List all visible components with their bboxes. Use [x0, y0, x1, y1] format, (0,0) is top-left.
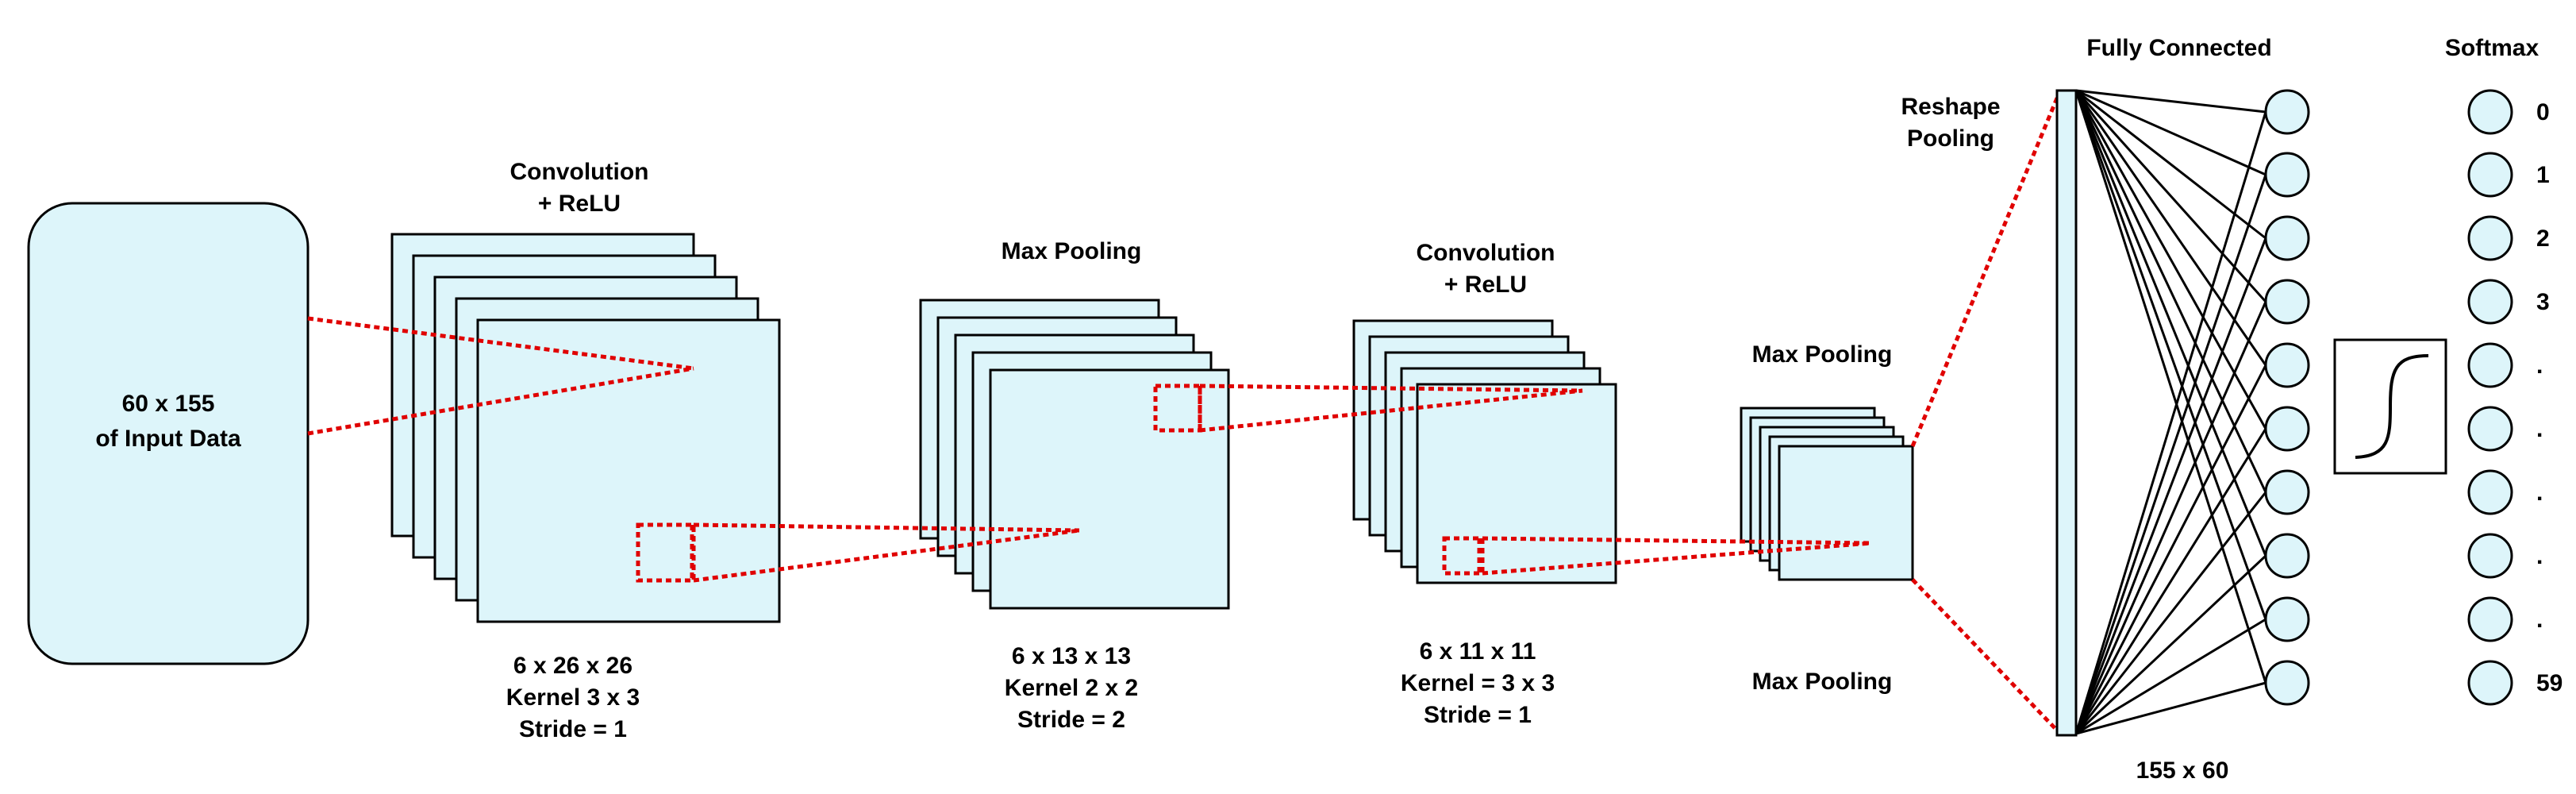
fc-node [2264, 89, 2310, 135]
conv1-to-pool1-lower [693, 528, 1080, 583]
fc-edge-top [2074, 90, 2267, 684]
pool1-dims-label: 6 x 13 x 13 [1012, 643, 1131, 669]
conv2-stride-label: Stride = 1 [1424, 702, 1532, 728]
softmax-node-label: . [2536, 353, 2543, 379]
fc-size-label: 155 x 60 [2136, 757, 2229, 784]
fc-edge-bottom [2075, 618, 2266, 735]
reshape-title: Reshape [1901, 94, 2000, 120]
softmax-node [2467, 89, 2513, 135]
softmax-node [2467, 406, 2513, 452]
sigmoid-curve-icon [2355, 354, 2429, 459]
softmax-title: Softmax [2445, 35, 2539, 61]
fc-edge-top [2074, 90, 2267, 430]
input-to-conv1-upper [307, 316, 694, 371]
conv2-dims-label: 6 x 11 x 11 [1420, 638, 1536, 665]
conv2-map-5 [1416, 383, 1617, 584]
conv1-dims-label: 6 x 26 x 26 [513, 653, 632, 679]
fc-edge-top [2074, 90, 2267, 620]
fc-edge-top [2074, 90, 2267, 557]
conv1-map-5 [476, 318, 781, 623]
fc-connections [2074, 89, 2267, 735]
input-to-conv1-lower [307, 366, 694, 436]
conv2-to-pool2-lower [1482, 541, 1872, 576]
softmax-node-label: . [2536, 607, 2543, 633]
pool1-to-conv2-lower [1199, 388, 1583, 433]
conv1-title: Convolution [510, 159, 649, 185]
receptive-field-connectors [307, 90, 2063, 735]
fc-node [2264, 152, 2310, 198]
softmax-node [2467, 152, 2513, 198]
fc-node [2264, 215, 2310, 261]
conv1-kernel-label: Kernel 3 x 3 [506, 684, 640, 711]
fc-edge-top [2075, 89, 2266, 176]
softmax-node-label: 1 [2536, 162, 2550, 188]
fc-node [2264, 469, 2310, 515]
conv1-feature-map-stack [390, 233, 781, 623]
softmax-node-label: . [2536, 543, 2543, 569]
conv1-to-pool1-upper [693, 522, 1080, 533]
conv2-receptive-window [1442, 536, 1485, 576]
fc-title: Fully Connected [2086, 35, 2271, 61]
softmax-node-column: 0 1 2 3..... 59 [2467, 89, 2563, 706]
pool2-to-fc-upper [1910, 90, 2063, 447]
reshape-subtitle: Pooling [1907, 125, 1994, 152]
fc-node [2264, 342, 2310, 388]
pool1-stride-label: Stride = 2 [1017, 707, 1125, 733]
softmax-node [2467, 660, 2513, 706]
softmax-node [2467, 215, 2513, 261]
fc-edge-top [2075, 89, 2266, 114]
softmax-node-label: . [2536, 416, 2543, 442]
softmax-node [2467, 469, 2513, 515]
conv2-kernel-label: Kernel = 3 x 3 [1401, 670, 1555, 696]
pool1-to-conv2-upper [1199, 384, 1583, 393]
softmax-node [2467, 596, 2513, 642]
conv1-stride-label: Stride = 1 [519, 716, 627, 742]
fc-node [2264, 279, 2310, 325]
pool1-kernel-label: Kernel 2 x 2 [1005, 675, 1138, 701]
pool2-to-fc-lower [1911, 578, 2062, 735]
softmax-node-label: 2 [2536, 225, 2550, 252]
fc-node [2264, 533, 2310, 579]
fc-node [2264, 596, 2310, 642]
fc-edge-bottom [2074, 491, 2267, 734]
pool1-title: Max Pooling [1002, 238, 1142, 264]
conv2-title: Convolution [1417, 240, 1555, 266]
input-desc-label: of Input Data [95, 426, 241, 452]
pool2-map-5 [1778, 445, 1914, 581]
conv2-feature-map-stack [1352, 319, 1617, 584]
pool2-feature-map-stack [1740, 407, 1914, 581]
fc-edge-top [2074, 90, 2267, 493]
fc-edge-bottom [2074, 111, 2267, 734]
softmax-node-label: 3 [2536, 289, 2550, 315]
input-dims-label: 60 x 155 [122, 391, 215, 417]
fc-edge-bottom [2075, 681, 2266, 735]
fc-edge-top [2074, 89, 2267, 303]
fc-node [2264, 660, 2310, 706]
pool1-map-5 [989, 368, 1230, 610]
conv1-receptive-window [636, 522, 696, 583]
fc-edge-bottom [2074, 301, 2267, 734]
fc-node-column [2264, 89, 2310, 706]
conv2-title-activation: + ReLU [1444, 272, 1527, 298]
pool2-bottom-label: Max Pooling [1752, 669, 1893, 695]
pool2-title: Max Pooling [1752, 341, 1893, 368]
pool1-feature-map-stack [919, 299, 1230, 610]
conv1-title-activation: + ReLU [538, 191, 621, 217]
softmax-node [2467, 279, 2513, 325]
softmax-node [2467, 533, 2513, 579]
fc-edge-top [2074, 90, 2267, 366]
softmax-node-label: 0 [2536, 99, 2550, 125]
flattened-vector-bar [2055, 89, 2078, 737]
softmax-node-label: 59 [2536, 670, 2563, 696]
softmax-node [2467, 342, 2513, 388]
softmax-node-label: . [2536, 480, 2543, 506]
fc-edge-top [2075, 89, 2266, 240]
conv2-to-pool2-upper [1482, 536, 1872, 545]
fc-node [2264, 406, 2310, 452]
